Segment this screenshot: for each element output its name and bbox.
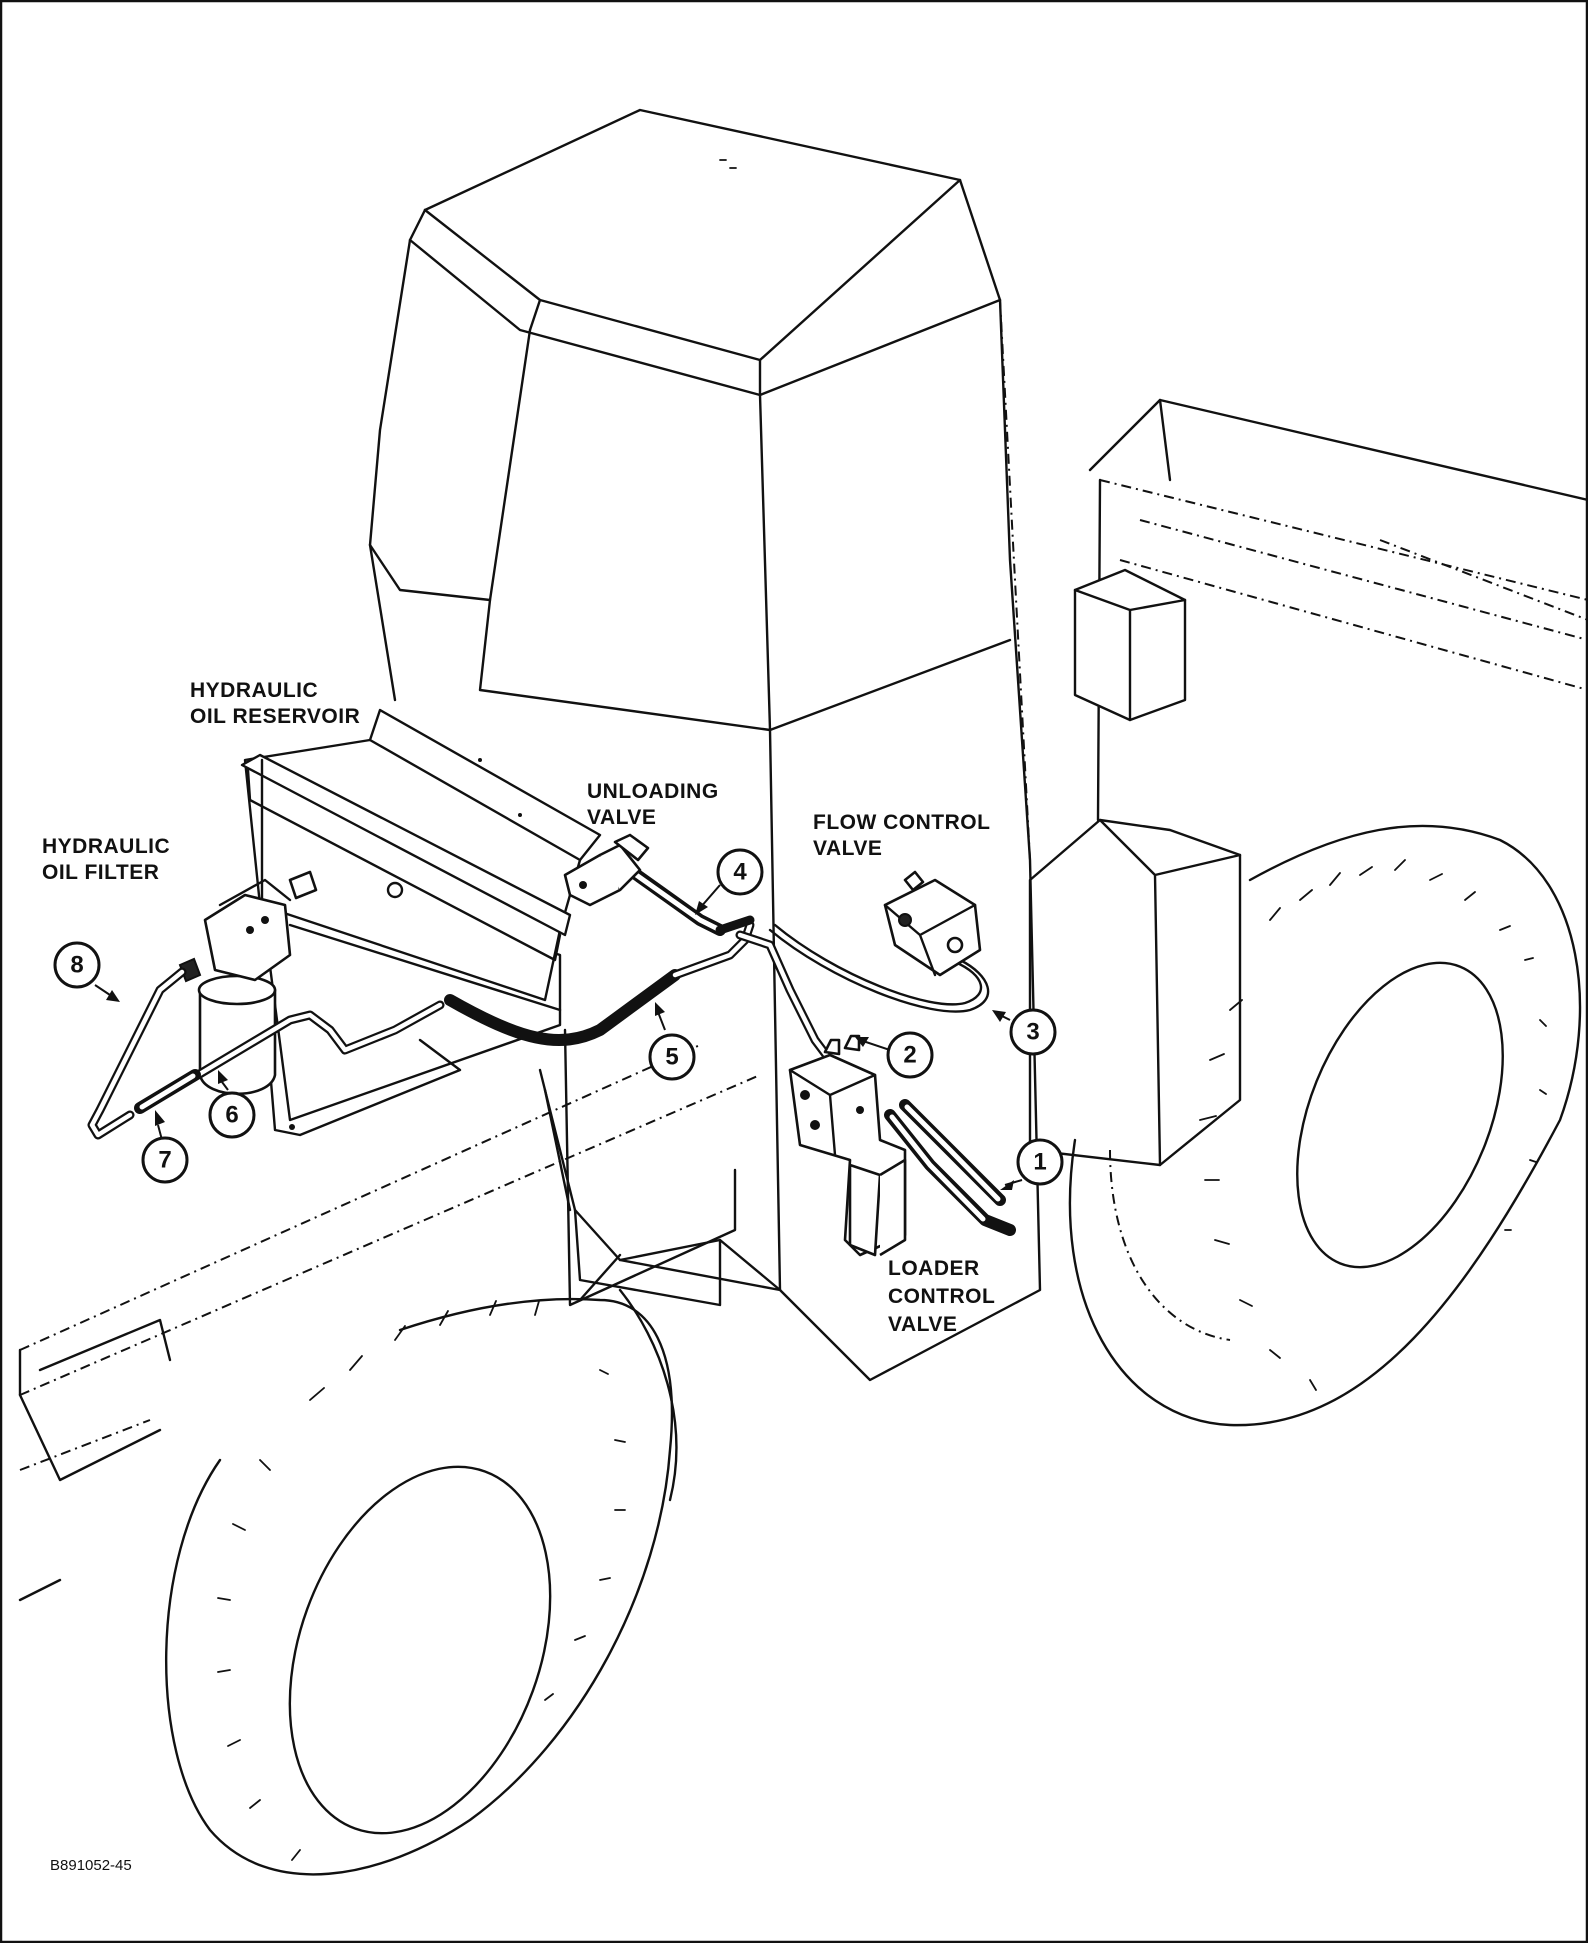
callout-3-label: 3 [1026, 1019, 1039, 1046]
callout-8-label: 8 [70, 952, 83, 979]
label-loader-line3: VALVE [888, 1313, 957, 1336]
callout-3: 3 [992, 1008, 1057, 1056]
callout-5: 5 [648, 1002, 696, 1081]
label-flow-line2: VALVE [813, 837, 882, 860]
hydraulic-oil-reservoir [240, 708, 602, 1137]
callout-2-label: 2 [903, 1042, 916, 1069]
label-flow-line1: FLOW CONTROL [813, 811, 990, 834]
hydraulic-oil-filter [178, 870, 318, 1095]
callout-7: 7 [141, 1110, 189, 1184]
callout-6: 6 [208, 1070, 256, 1139]
callout-1-label: 1 [1033, 1149, 1046, 1176]
label-reservoir-line1: HYDRAULIC [190, 679, 318, 702]
rear-right-tire [1068, 824, 1582, 1427]
callout-1: 1 [1000, 1138, 1064, 1190]
callout-4-label: 4 [733, 859, 747, 886]
figure-code: B891052-45 [50, 1857, 132, 1874]
flow-control-valve [883, 870, 982, 977]
callout-5-label: 5 [665, 1044, 678, 1071]
callouts: 1 2 3 4 5 [53, 848, 1064, 1190]
label-filter-line1: HYDRAULIC [42, 835, 170, 858]
callout-8: 8 [53, 941, 120, 1002]
callout-4: 4 [695, 848, 764, 915]
hydraulic-lines [87, 864, 990, 1140]
cab [368, 108, 1042, 1382]
front-left-tire [164, 1288, 678, 1876]
label-filter-line2: OIL FILTER [42, 861, 159, 884]
label-unloading-line2: VALVE [587, 806, 656, 829]
callout-7-label: 7 [158, 1147, 171, 1174]
label-reservoir-line2: OIL RESERVOIR [190, 705, 360, 728]
unloading-valve [563, 833, 650, 907]
label-loader-line2: CONTROL [888, 1285, 995, 1308]
callout-6-label: 6 [225, 1102, 238, 1129]
component-labels: HYDRAULIC OIL RESERVOIR HYDRAULIC OIL FI… [42, 679, 995, 1874]
loader-control-valve [788, 1034, 1016, 1257]
callout-2: 2 [855, 1031, 934, 1079]
label-loader-line1: LOADER [888, 1257, 980, 1280]
label-unloading-line1: UNLOADING [587, 780, 719, 803]
tractor-chassis [18, 398, 1588, 1602]
